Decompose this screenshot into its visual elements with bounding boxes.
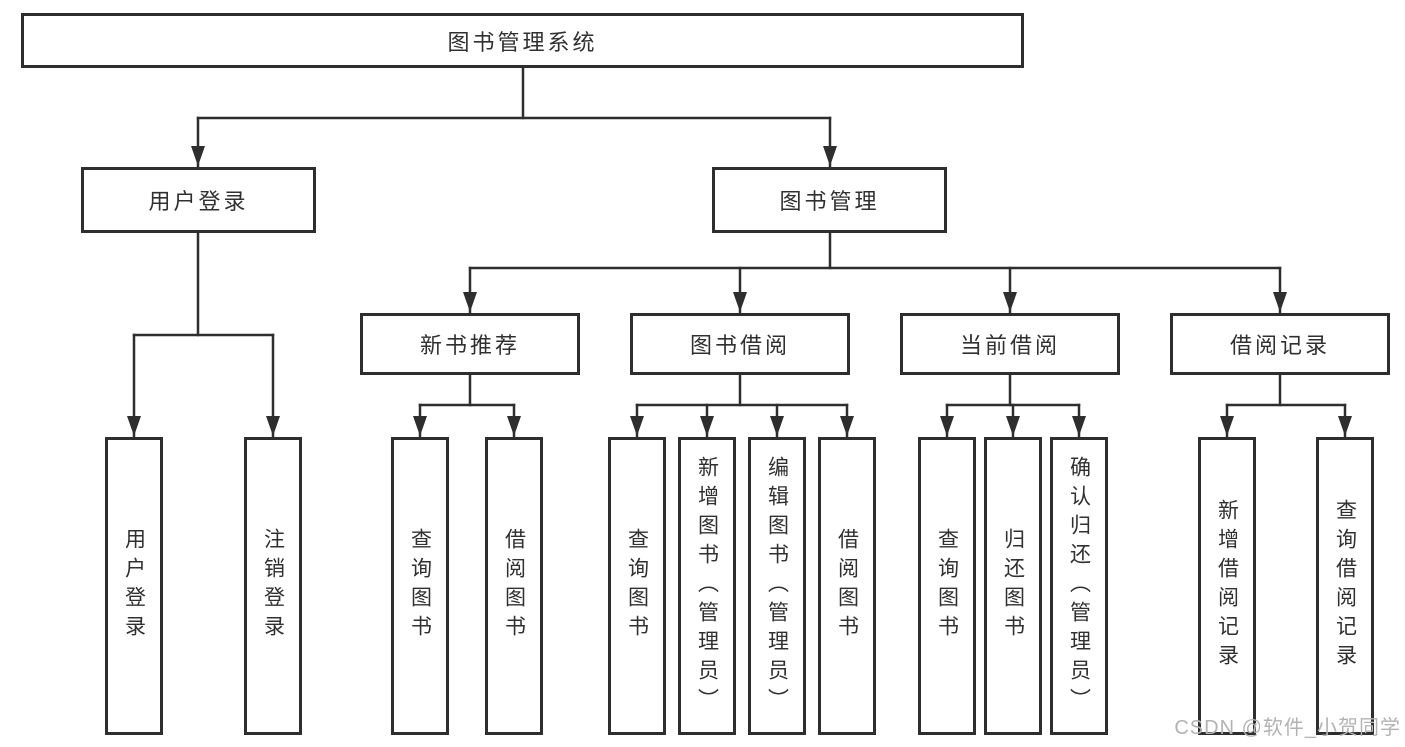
leaf-label: 新增图书（管理员） [695,455,719,717]
leaf-label: 用户登录 [122,528,146,644]
leaf-label: 查询图书 [935,528,959,644]
leaf-label: 查询图书 [625,528,649,644]
leaf-current-query-books: 查询图书 [918,437,976,735]
node-new-book-recommend: 新书推荐 [360,313,580,375]
leaf-label: 借阅图书 [835,528,859,644]
node-borrow-records: 借阅记录 [1170,313,1390,375]
node-label: 用户登录 [148,189,249,214]
node-label: 当前借阅 [959,333,1060,358]
node-label: 借阅记录 [1229,333,1330,358]
node-label: 图书管理 [779,189,880,214]
leaf-newbook-borrow-books: 借阅图书 [485,437,543,735]
leaf-logout: 注销登录 [244,437,302,735]
node-label: 图书管理系统 [447,29,598,55]
leaf-records-query-record: 查询借阅记录 [1316,437,1374,735]
leaf-current-confirm-return-admin: 确认归还（管理员） [1050,437,1108,735]
leaf-label: 查询图书 [408,528,432,644]
node-book-borrowing: 图书借阅 [630,313,850,375]
leaf-label: 查询借阅记录 [1333,499,1357,673]
leaf-label: 注销登录 [261,528,285,644]
node-book-management: 图书管理 [712,167,947,233]
leaf-borrowing-edit-book-admin: 编辑图书（管理员） [748,437,806,735]
leaf-user-login: 用户登录 [105,437,163,735]
leaf-borrowing-borrow-books: 借阅图书 [818,437,876,735]
leaf-current-return-books: 归还图书 [984,437,1042,735]
leaf-label: 新增借阅记录 [1215,499,1239,673]
csdn-watermark: CSDN @软件_小贺同学 [1174,717,1401,739]
node-current-borrowing: 当前借阅 [900,313,1120,375]
leaf-borrowing-query-books: 查询图书 [608,437,666,735]
node-user-login: 用户登录 [81,167,316,233]
leaf-label: 确认归还（管理员） [1067,455,1091,717]
node-label: 新书推荐 [419,333,520,358]
leaf-label: 借阅图书 [502,528,526,644]
node-label: 图书借阅 [689,333,790,358]
leaf-label: 归还图书 [1001,528,1025,644]
leaf-label: 编辑图书（管理员） [765,455,789,717]
leaf-newbook-query-books: 查询图书 [391,437,449,735]
leaf-borrowing-add-book-admin: 新增图书（管理员） [678,437,736,735]
leaf-records-add-record: 新增借阅记录 [1198,437,1256,735]
node-library-system: 图书管理系统 [21,13,1024,68]
